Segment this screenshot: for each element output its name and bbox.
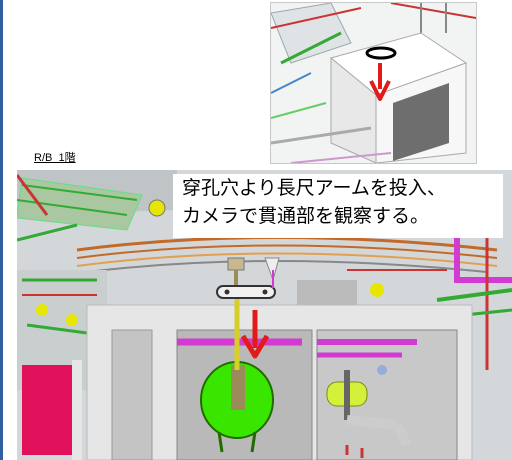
floor-label: R/B 1階 [34, 152, 76, 164]
scene-drawing [17, 170, 512, 460]
caption-box: 穿孔穴より長尺アームを投入、 カメラで貫通部を観察する。 [173, 174, 503, 238]
penetration-panel [393, 83, 449, 161]
inset-drawing [271, 3, 476, 163]
caption-line-2: カメラで貫通部を観察する。 [182, 205, 430, 227]
drill-hole-slot [216, 285, 276, 299]
caption-line-1: 穿孔穴より長尺アームを投入、 [182, 177, 446, 199]
drill-hole-icon [365, 46, 397, 60]
inset-penetration-view [270, 2, 477, 164]
magenta-cabinet [22, 365, 72, 455]
slide-frame-border [0, 0, 3, 460]
